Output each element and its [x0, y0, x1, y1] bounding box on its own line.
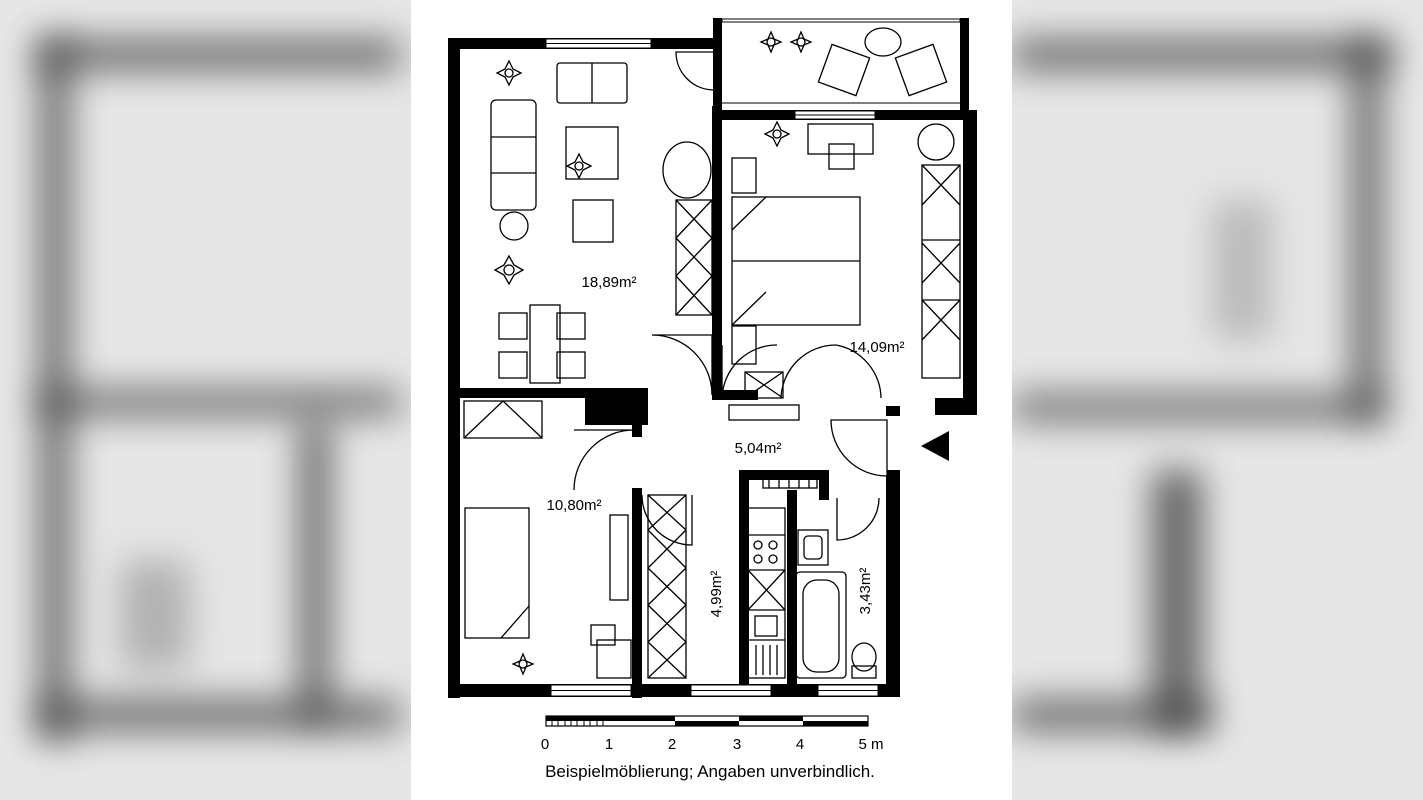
windows: [545, 18, 961, 697]
kitchen-area: 4,99m²: [708, 571, 725, 618]
plant-icon: [511, 652, 535, 676]
door-swing-icon: [573, 429, 635, 491]
doors: [573, 51, 888, 546]
entrance-arrow-icon: [921, 431, 949, 461]
plant-icon: [495, 59, 523, 87]
scale-tick-label: 0: [541, 736, 549, 753]
bedroom-furniture: [728, 123, 961, 421]
scale-tick-label: 3: [733, 736, 741, 753]
bath-furniture: [795, 529, 877, 679]
floor-plan-drawing: 18,89m² 14,09m² 5,04m² 10,80m² 4,99m² 3,…: [448, 18, 977, 781]
living-room-furniture: [490, 62, 713, 384]
hall-area: 5,04m²: [735, 440, 782, 457]
plant-icon: [789, 30, 813, 54]
disclaimer-text: Beispielmöblierung; Angaben unverbindlic…: [545, 762, 875, 781]
scale-bar: 0 1 2 3 4 5 m: [541, 715, 884, 753]
door-swing-icon: [651, 334, 713, 396]
living-room-area: 18,89m²: [581, 274, 636, 291]
scale-tick-label: 1: [605, 736, 613, 753]
scale-tick-label: 5 m: [858, 736, 883, 753]
kitchen-furniture: [647, 471, 818, 679]
scale-tick-label: 2: [668, 736, 676, 753]
child-room-area: 10,80m²: [546, 497, 601, 514]
door-swing-icon: [830, 419, 888, 477]
plant-icon: [763, 120, 791, 148]
child-room-furniture: [463, 400, 632, 679]
balcony-furniture: [817, 27, 948, 97]
left-blurred-background: [0, 0, 411, 800]
bedroom-area: 14,09m²: [849, 339, 904, 356]
plant-icon: [565, 152, 593, 180]
right-blurred-background: [1012, 0, 1423, 800]
plants: [493, 30, 813, 676]
door-swing-icon: [675, 51, 715, 91]
bath-area: 3,43m²: [857, 568, 874, 615]
plant-icon: [493, 254, 525, 286]
plant-icon: [759, 30, 783, 54]
floor-plan-panel: 18,89m² 14,09m² 5,04m² 10,80m² 4,99m² 3,…: [411, 0, 1012, 800]
scale-tick-label: 4: [796, 736, 804, 753]
